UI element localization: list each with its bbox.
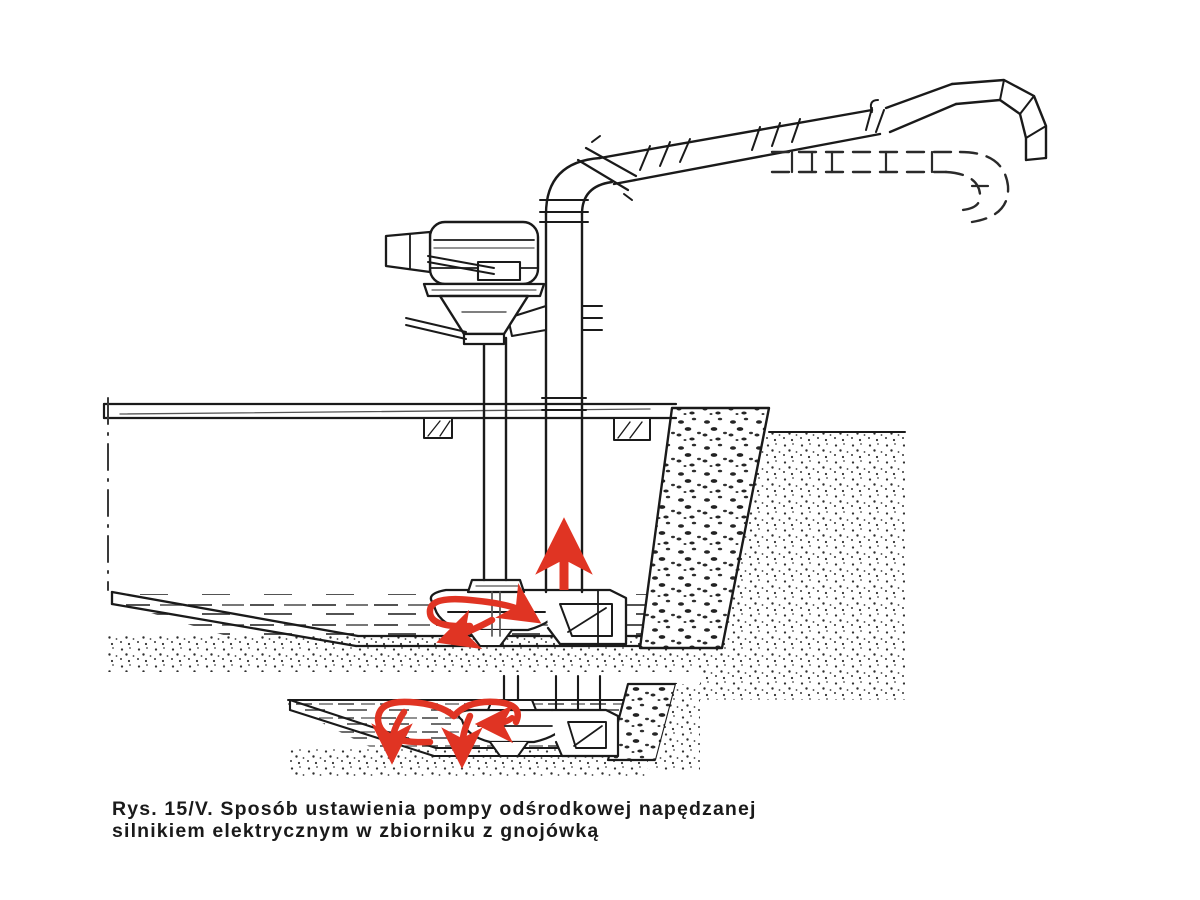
- slab-support-bracket: [423, 417, 453, 439]
- discharge-elbow: [539, 156, 614, 223]
- inset-pump-discharge-casing: [550, 708, 620, 758]
- motor-support-flange: [438, 294, 530, 346]
- alternate-pipe-ticks: [790, 150, 990, 188]
- pipe-hanger-hook: [869, 99, 879, 113]
- inset-riser-stubs: [554, 674, 602, 712]
- inset-recirculation-arrows: [371, 698, 521, 769]
- motor-handle-bar: [427, 255, 495, 275]
- slab-bearing-block: [613, 417, 651, 441]
- motor-support-arm: [405, 317, 467, 340]
- inset-drive-shaft: [502, 674, 520, 702]
- delivery-pipe: [598, 108, 882, 186]
- caption-line-1: Rys. 15/V. Sposób ustawienia pompy odśro…: [112, 798, 757, 820]
- motor-top-box: [476, 260, 522, 282]
- pump-discharge-casing: [543, 588, 628, 646]
- motor-terminal-box: [384, 230, 432, 274]
- delivery-pipe-upper: [884, 82, 958, 134]
- inset-soil-backfill: [648, 684, 700, 772]
- tank-cover-slab: [102, 402, 678, 420]
- caption-line-2: silnikiem elektrycznym w zbiorniku z gno…: [112, 820, 600, 842]
- suction-flow-arrow: [426, 583, 542, 650]
- pipe-clamp: [576, 135, 638, 201]
- mitred-bend: [950, 78, 1048, 162]
- motor-riser-brace: [506, 304, 603, 338]
- figure-caption: Rys. 15/V. Sposób ustawienia pompy odśro…: [112, 798, 1102, 842]
- tank-concrete-wall-right: [638, 406, 771, 650]
- alternate-pipe-position: [770, 150, 1010, 224]
